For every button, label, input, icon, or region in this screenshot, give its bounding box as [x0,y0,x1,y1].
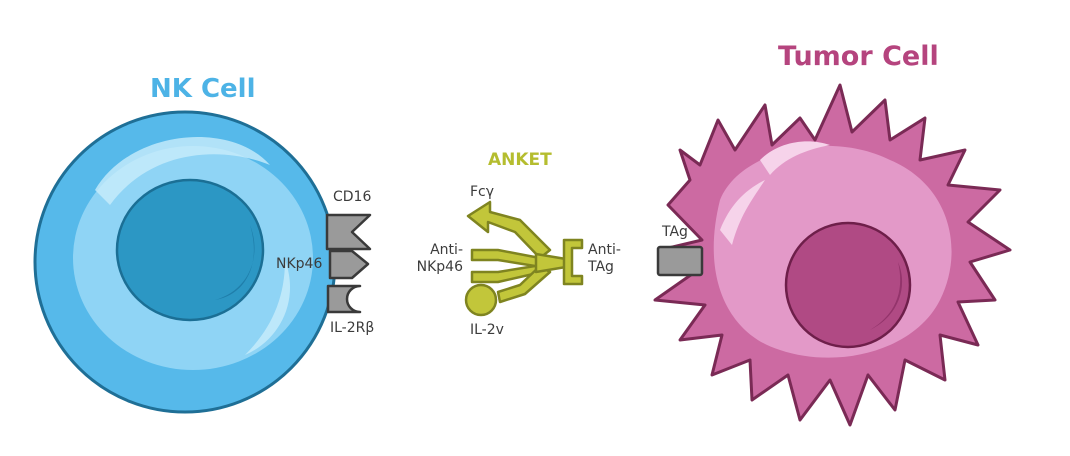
nk-cell-title: NK Cell [150,74,256,104]
nk-cell-highlight [95,137,270,205]
label-anti-tag-line1: Anti- [588,242,621,258]
anket-molecule [464,200,584,317]
tumor-cell [653,83,1012,427]
anket-fc-arm [466,200,552,260]
label-tag: TAg [662,224,688,240]
label-nkp46: NKp46 [276,256,323,272]
tumor-antigen-tag [656,245,704,277]
tumor-cell-highlight [760,141,830,175]
anket-body [534,252,568,274]
tumor-cell-title: Tumor Cell [778,41,939,72]
label-il2rb: IL-2Rβ [330,320,375,336]
label-fc: Fcγ [470,184,495,200]
nk-cell-highlight-lower [245,260,291,355]
nk-cell-nucleus-shade [215,225,255,300]
receptor-il2rb [326,284,362,314]
nk-cell-nucleus [115,178,265,322]
label-anti-nkp46-line1: Anti- [430,242,463,258]
anket-il2v-stem [496,264,552,304]
label-anti-nkp46: Anti- NKp46 [405,242,463,276]
label-cd16: CD16 [333,189,372,205]
receptor-nkp46 [328,249,370,280]
receptor-cd16 [325,213,372,251]
anket-title: ANKET [488,150,552,170]
anket-anti-tag-bracket [562,238,584,286]
label-anti-tag: Anti- TAg [588,242,621,276]
anket-il2v-ball [464,283,498,317]
label-il2v: IL-2v [470,322,504,338]
label-anti-tag-line2: TAg [588,259,614,275]
label-anti-nkp46-line2: NKp46 [416,259,463,275]
nk-cell [33,110,337,414]
tumor-cell-nucleus [784,221,912,349]
tumor-cell-highlight-2 [720,180,765,245]
anket-anti-nkp46-arm [470,248,544,284]
